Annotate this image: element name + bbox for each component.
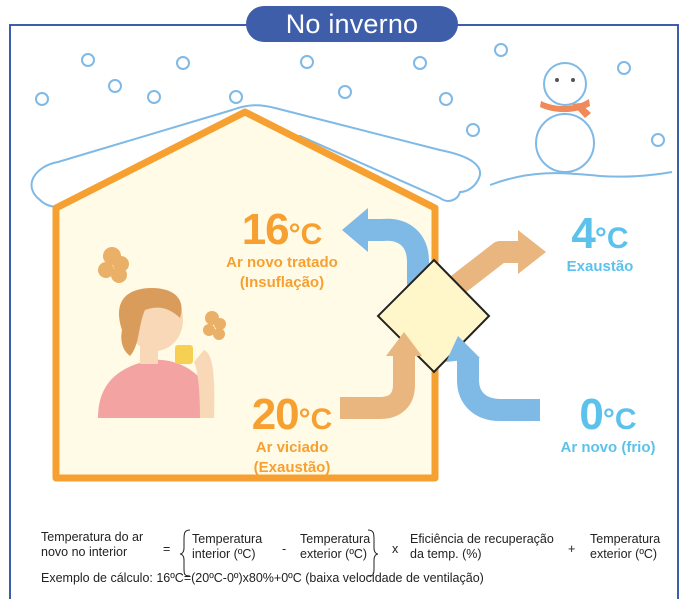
title-badge: No inverno xyxy=(246,6,458,42)
fresh-arrow-head xyxy=(446,336,480,362)
formula-minus: - xyxy=(282,542,287,556)
temp-value: 16 xyxy=(241,205,290,254)
exhaust-arrow-head xyxy=(518,230,546,274)
bracket-right xyxy=(367,529,379,577)
formula-text: novo no interior xyxy=(41,545,128,559)
formula-exterior-temp-2: Temperatura exterior (ºC) xyxy=(590,532,660,562)
temp-unit: °C xyxy=(594,222,629,255)
formula-plus: + xyxy=(568,542,576,556)
snowflake xyxy=(494,43,508,57)
snowflake xyxy=(147,90,161,104)
calculation-example: Exemplo de cálculo: 16ºC=(20ºC-0º)x80%+0… xyxy=(41,571,484,585)
snowflake xyxy=(439,92,453,106)
temp-value: 0 xyxy=(579,390,604,439)
temp-unit: °C xyxy=(288,218,323,251)
formula-text: exterior (ºC) xyxy=(300,547,368,561)
indoor-exhaust-temp: 20°C Ar viciado (Exaustão) xyxy=(232,393,352,477)
person-drinking-icon xyxy=(98,288,215,418)
snowflake xyxy=(338,85,352,99)
formula-equals: = xyxy=(163,542,171,556)
stale-arrow-head xyxy=(386,332,422,356)
snowflake xyxy=(229,90,243,104)
snowflake xyxy=(651,133,665,147)
temp-label: Exaustão xyxy=(566,258,634,275)
formula-text: Temperatura xyxy=(300,532,371,546)
steam-icon xyxy=(98,247,226,340)
snowflake xyxy=(35,92,49,106)
outdoor-exhaust-temp: 4°C Exaustão xyxy=(545,212,655,276)
formula-exterior-temp: Temperatura exterior (ºC) xyxy=(300,532,370,562)
stale-air-arrow xyxy=(340,352,415,419)
formula-text: exterior (ºC) xyxy=(590,547,658,561)
temp-label: Ar novo tratado xyxy=(226,254,338,271)
temp-label: (Insuflação) xyxy=(239,274,325,291)
snowflake xyxy=(108,79,122,93)
temp-unit: °C xyxy=(298,403,333,436)
indoor-supply-temp: 16°C Ar novo tratado (Insuflação) xyxy=(212,208,352,292)
temp-value: 4 xyxy=(571,209,596,258)
snowflake xyxy=(176,56,190,70)
formula-text: Temperatura xyxy=(192,532,263,546)
bracket-left xyxy=(179,529,191,577)
temp-label: (Exaustão) xyxy=(253,459,331,476)
temp-value: 20 xyxy=(251,390,300,439)
temp-unit: °C xyxy=(602,403,637,436)
snowflakes xyxy=(35,43,665,147)
formula-text: interior (ºC) xyxy=(192,547,256,561)
formula-times: x xyxy=(392,542,399,556)
snowman-icon xyxy=(535,62,595,173)
snowflake xyxy=(413,56,427,70)
supply-arrow-head xyxy=(342,208,368,252)
formula-text: Eficiência de recuperação xyxy=(410,532,554,546)
formula-lhs: Temperatura do ar novo no interior xyxy=(41,530,143,560)
formula-interior-temp: Temperatura interior (ºC) xyxy=(192,532,262,562)
supply-air-arrow xyxy=(364,218,429,308)
fresh-air-arrow xyxy=(457,358,540,421)
snowflake xyxy=(617,61,631,75)
formula-text: da temp. (%) xyxy=(410,547,482,561)
formula-text: Temperatura xyxy=(590,532,661,546)
formula-efficiency: Eficiência de recuperação da temp. (%) xyxy=(410,532,554,562)
outdoor-fresh-temp: 0°C Ar novo (frio) xyxy=(548,393,668,457)
snowflake xyxy=(300,55,314,69)
snow-ground xyxy=(489,171,673,186)
temp-label: Ar novo (frio) xyxy=(560,439,656,456)
temp-label: Ar viciado xyxy=(255,439,329,456)
formula-text: Temperatura do ar xyxy=(41,530,144,544)
snowflake xyxy=(81,53,95,67)
snowflake xyxy=(466,123,480,137)
